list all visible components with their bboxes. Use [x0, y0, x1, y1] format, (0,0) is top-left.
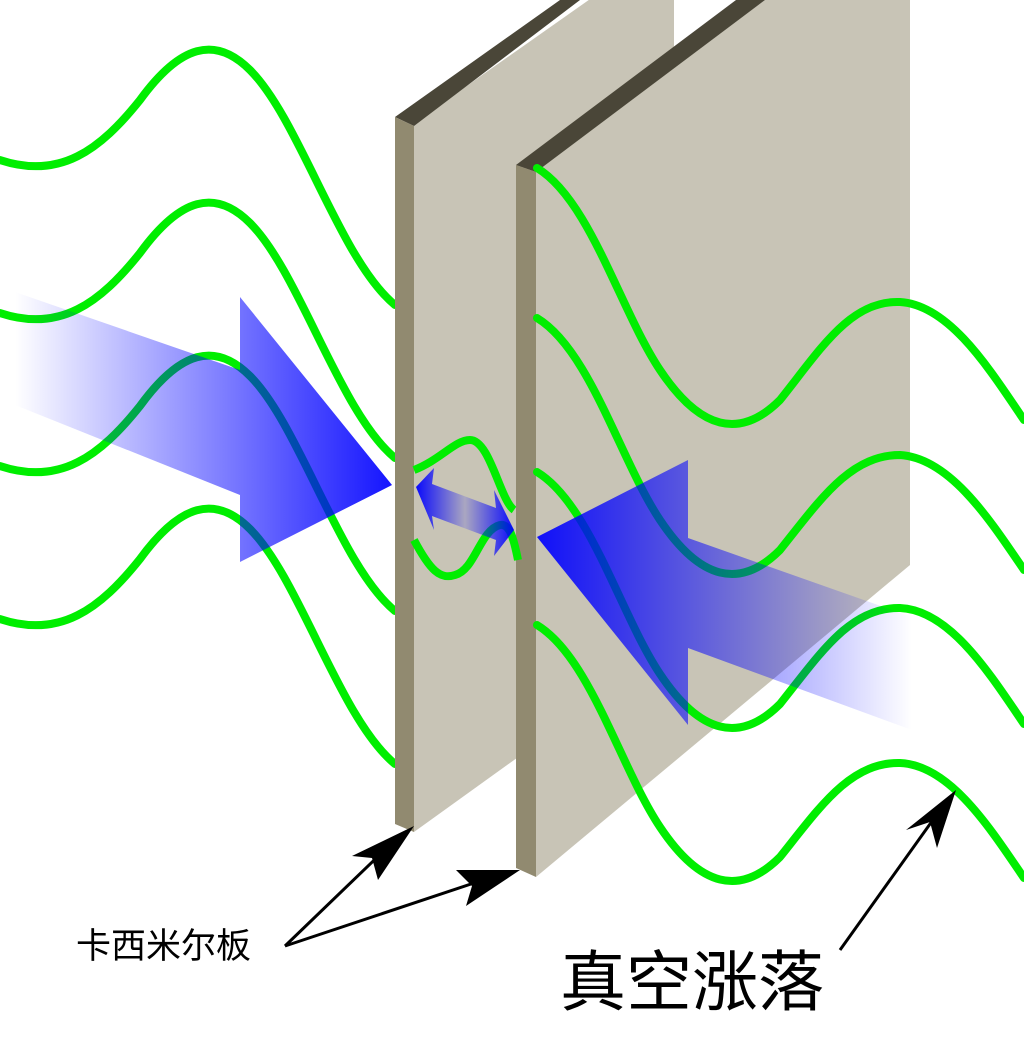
- plate-left-edge: [395, 117, 414, 832]
- plate-right-edge: [516, 165, 536, 877]
- plate-right-face: [536, 0, 910, 877]
- label-casimir-plates: 卡西米尔板: [76, 927, 252, 967]
- arrowhead-plate-right: [456, 870, 520, 906]
- left-waves: [0, 45, 399, 768]
- label-vacuum-fluctuations: 真空涨落: [560, 944, 824, 1021]
- arrowhead-plate-left: [352, 826, 414, 880]
- plate-left-top: [395, 0, 580, 126]
- wave-left-2: [0, 198, 399, 462]
- wave-right-4: [533, 621, 1024, 885]
- arrowhead-vacuum: [906, 790, 956, 848]
- double-arrow-between: [416, 468, 514, 556]
- wave-left-1: [0, 45, 399, 309]
- vacuum-pointer: [838, 790, 956, 951]
- force-arrow-left: [15, 292, 392, 562]
- plate-right-top: [516, 0, 765, 172]
- wave-right-1: [533, 164, 1024, 428]
- casimir-plate-right: [516, 0, 910, 877]
- wave-right-2: [533, 314, 1024, 578]
- label-pointers: [283, 826, 520, 948]
- force-arrow-right: [537, 460, 912, 730]
- wave-left-4: [0, 504, 399, 768]
